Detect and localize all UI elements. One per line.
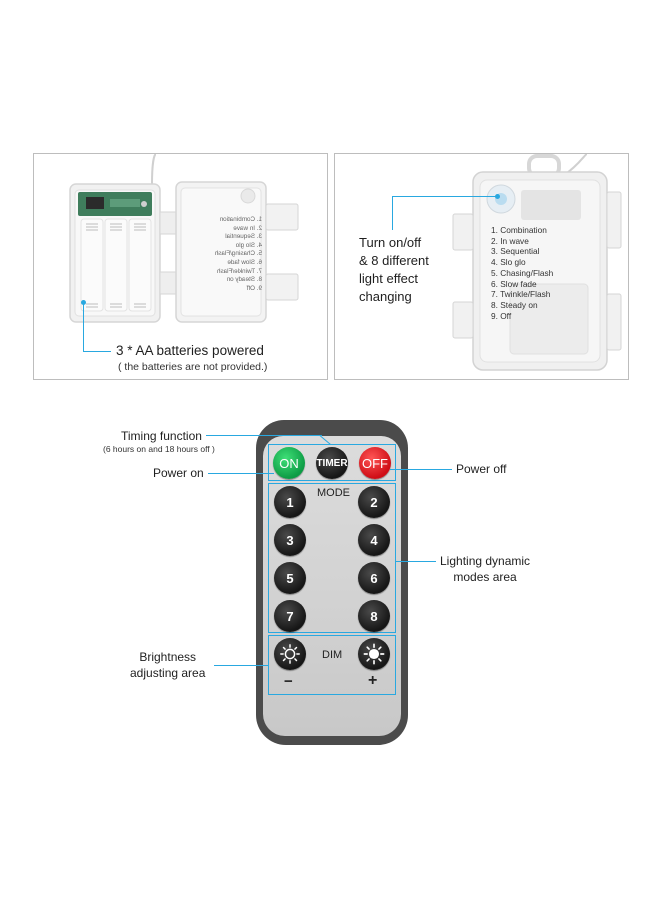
battery-caption: 3 * AA batteries powered [116,343,264,358]
brightness-callout-line [214,665,268,666]
mode-item: 9. Off [491,310,512,321]
mode-item: 1. Combination [491,225,547,235]
mode-item: 7. Twinkle/Flash [491,289,551,300]
switch-caption-line: Turn on/off [359,235,422,250]
lid-mode-item: 1. Combination [219,216,262,223]
switch-callout-dot [495,194,500,199]
power-row-frame [268,444,396,481]
mode-button-8[interactable]: 8 [358,600,390,632]
brightness-high-icon [363,643,385,665]
lid-mode-list: 1. Combination 2. In wave 3. Sequential … [182,216,262,293]
dim-label: DIM [322,649,343,661]
controller-box-panel [334,153,629,380]
timing-callout-line [206,435,322,436]
lid-mode-item: 2. In wave [233,224,262,232]
battery-sub-caption: ( the batteries are not provided.) [118,361,268,373]
mode-item: 3. Sequential [491,246,540,257]
mode-label: MODE [317,487,350,499]
controller-mode-list: 1. Combination 2. In wave 3. Sequential … [491,225,553,321]
mode-button-6[interactable]: 6 [358,562,390,594]
mode-item: 2. In wave [491,235,529,246]
mode-button-4[interactable]: 4 [358,524,390,556]
timer-button[interactable]: TIMER [316,447,348,479]
switch-caption: Turn on/off & 8 different light effect c… [359,234,429,306]
power-off-callout-line [390,469,452,470]
mode-item: 5. Chasing/Flash [491,267,554,278]
modes-area-frame [268,483,396,633]
on-button[interactable]: ON [273,447,305,479]
power-on-callout-line [208,473,274,474]
off-button[interactable]: OFF [359,447,391,479]
lid-mode-item: 6. Slow fade [227,258,262,266]
mode-button-2[interactable]: 2 [358,486,390,518]
power-off-label: Power off [456,462,507,476]
switch-caption-line: & 8 different [359,253,429,268]
lid-mode-item: 9. Off [246,284,262,292]
plus-symbol: + [368,672,378,689]
brightness-label: Brightness adjusting area [130,649,205,681]
brightness-line: Brightness [139,650,197,664]
lighting-modes-line: modes area [453,570,517,584]
switch-caption-line: changing [359,289,412,304]
mode-button-5[interactable]: 5 [274,562,306,594]
mode-button-3[interactable]: 3 [274,524,306,556]
lid-mode-item: 4. Slo glo [235,241,262,249]
battery-callout-line-v [83,303,84,351]
timing-note: (6 hours on and 18 hours off ) [103,444,215,454]
lighting-modes-label: Lighting dynamic modes area [440,553,530,585]
mode-item: 8. Steady on [491,299,538,310]
lid-mode-item: 7. Twinkle/Flash [216,267,262,275]
lid-mode-item: 5. Chasing/Flash [214,250,262,258]
dim-up-button[interactable] [358,638,390,670]
brightness-area-frame [268,635,396,695]
minus-symbol: − [284,673,293,690]
mode-button-7[interactable]: 7 [274,600,306,632]
battery-box-panel: 1. Combination 2. In wave 3. Sequential … [33,153,328,380]
mode-item: 6. Slow fade [491,278,537,289]
lighting-modes-line: Lighting dynamic [440,554,531,568]
timing-function-label: Timing function [121,429,202,443]
brightness-low-icon [280,644,300,664]
battery-callout-dot [81,300,86,305]
mode-item: 4. Slo glo [491,257,526,268]
mode-button-1[interactable]: 1 [274,486,306,518]
lid-mode-item: 3. Sequential [225,233,262,241]
battery-callout-line-h [83,351,111,352]
lighting-callout-line [396,561,436,562]
controller-box-illustration [452,154,622,371]
power-on-label: Power on [153,466,204,480]
dim-down-button[interactable] [274,638,306,670]
switch-caption-line: light effect [359,271,419,286]
battery-box-illustration [69,154,299,323]
brightness-line: adjusting area [130,666,206,680]
switch-callout-line-v [392,196,393,230]
switch-callout-line-h [392,196,496,197]
lid-mode-item: 8. Steady on [226,276,262,284]
